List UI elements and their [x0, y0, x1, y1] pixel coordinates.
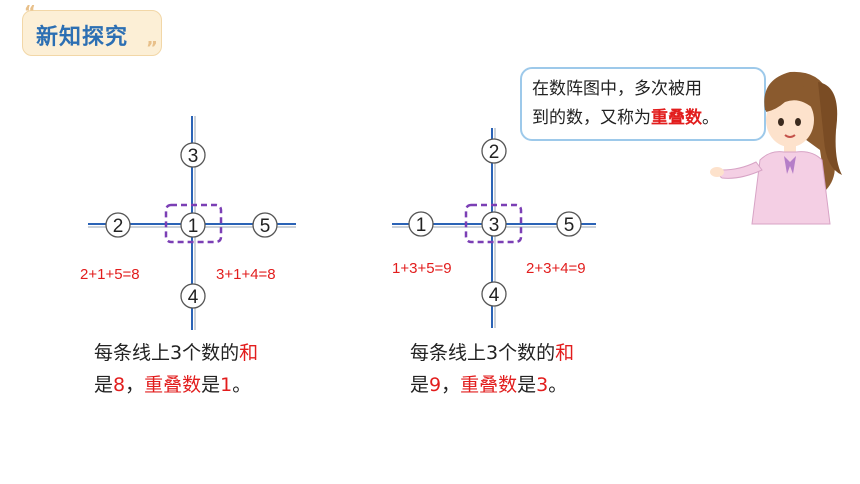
node-top: 2 [489, 142, 500, 163]
node-circle-top [481, 138, 507, 164]
node-circle-bottom [481, 281, 507, 307]
node-circle-center [481, 211, 507, 237]
node-circle-right [556, 211, 582, 237]
statement-text: 。 [548, 374, 568, 396]
statement-text: 是 [201, 374, 221, 396]
node-bottom: 4 [489, 285, 500, 306]
statement-highlight: 和 [555, 342, 575, 364]
statement-highlight: 和 [239, 342, 259, 364]
overlap-highlight-box [164, 203, 223, 244]
statement-overlap-number: 3 [536, 374, 549, 396]
node-circle-right [252, 212, 278, 238]
statement-text: 是 [410, 374, 430, 396]
statement-text: ， [441, 374, 461, 396]
node-circle-center [180, 212, 206, 238]
statement-text: 每条线上3个数的 [94, 342, 240, 364]
speech-bubble [520, 67, 766, 141]
statement-left: 每条线上3个数的和 是8，重叠数是1。 [94, 337, 258, 401]
node-top: 3 [188, 146, 199, 167]
statement-text: 每条线上3个数的 [410, 342, 556, 364]
node-right: 5 [260, 216, 271, 237]
statement-sum: 8 [113, 374, 126, 396]
node-circle-left [408, 211, 434, 237]
statement-sum: 9 [429, 374, 442, 396]
node-center: 1 [188, 216, 199, 237]
node-circle-left [105, 212, 131, 238]
section-badge [22, 10, 162, 56]
node-left: 1 [416, 215, 427, 236]
overlap-highlight-box [464, 203, 523, 244]
node-bottom: 4 [188, 287, 199, 308]
statement-text: 。 [232, 374, 252, 396]
equation-horizontal: 1+3+5=9 [392, 260, 452, 277]
statement-highlight: 重叠数 [144, 374, 202, 396]
statement-overlap-number: 1 [220, 374, 233, 396]
speech-bubble-text: 在数阵图中，多次被用 到的数，又称为重叠数。 [532, 75, 762, 133]
node-circle-top [180, 142, 206, 168]
quote-mark-icon: “ [24, 2, 36, 23]
statement-right: 每条线上3个数的和 是9，重叠数是3。 [410, 337, 574, 401]
node-left: 2 [113, 216, 124, 237]
equation-vertical: 3+1+4=8 [216, 266, 276, 283]
node-center: 3 [489, 215, 500, 236]
node-right: 5 [564, 215, 575, 236]
statement-text: 是 [94, 374, 114, 396]
bubble-highlight: 重叠数 [651, 108, 702, 128]
statement-highlight: 重叠数 [460, 374, 518, 396]
bubble-line-2-end: 。 [702, 108, 719, 128]
statement-text: ， [125, 374, 145, 396]
equation-horizontal: 2+1+5=8 [80, 266, 140, 283]
node-circle-bottom [180, 283, 206, 309]
section-title: 新知探究 [36, 25, 129, 50]
statement-text: 是 [517, 374, 537, 396]
quote-mark-icon: ” [146, 38, 158, 59]
bubble-line-2: 到的数，又称为 [532, 108, 651, 128]
bubble-line-1: 在数阵图中，多次被用 [532, 79, 702, 99]
equation-vertical: 2+3+4=9 [526, 260, 586, 277]
